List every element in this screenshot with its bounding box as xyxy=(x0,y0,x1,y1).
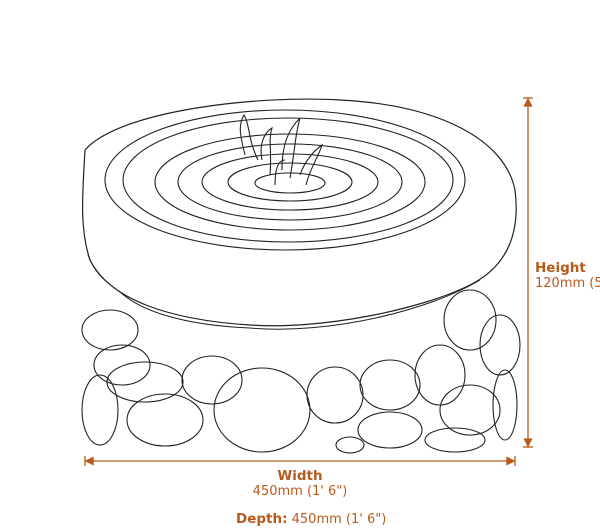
river-stones xyxy=(81,289,521,454)
depth-dimension-label: Depth: 450mm (1' 6") xyxy=(236,511,386,527)
basin-rim xyxy=(81,98,517,330)
height-dimension-label: Height 120mm (5") xyxy=(535,260,600,291)
width-label: Width xyxy=(277,468,323,484)
dimension-lines xyxy=(84,97,533,466)
water-splash xyxy=(239,113,324,186)
depth-label: Depth: xyxy=(236,511,288,527)
width-value: 450mm (1' 6") xyxy=(252,484,348,499)
depth-value: 450mm (1' 6") xyxy=(291,512,387,527)
width-dimension-label: Width 450mm (1' 6") xyxy=(200,468,400,499)
height-value: 120mm (5") xyxy=(535,276,600,291)
water-ripples xyxy=(104,109,466,251)
height-label: Height xyxy=(535,260,586,276)
